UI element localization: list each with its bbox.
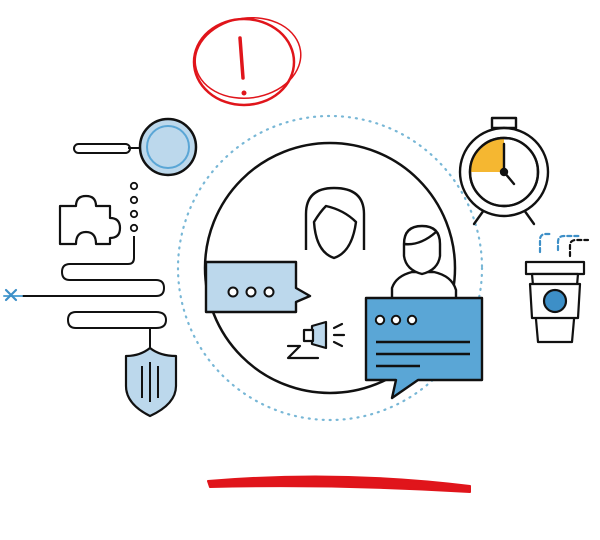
chat-bubble-lines-icon bbox=[364, 296, 484, 400]
connector-line bbox=[70, 236, 135, 265]
magnifying-glass-icon bbox=[73, 117, 198, 177]
puzzle-piece-icon bbox=[58, 194, 122, 246]
red-underline-stroke bbox=[207, 475, 471, 493]
megaphone-icon bbox=[286, 320, 346, 360]
person-male-icon bbox=[390, 224, 458, 300]
person-female-icon bbox=[304, 186, 366, 260]
chat-bubble-icon bbox=[204, 260, 312, 314]
wind-lines-icon bbox=[3, 263, 168, 329]
cross-mark-icon bbox=[4, 288, 18, 302]
dotted-line-icon bbox=[129, 181, 139, 233]
exclamation-alert-icon bbox=[192, 16, 302, 107]
shield-icon bbox=[124, 328, 178, 418]
coffee-cup-icon bbox=[524, 232, 590, 344]
stopwatch-icon bbox=[458, 116, 550, 226]
dotted-ring bbox=[176, 114, 484, 422]
